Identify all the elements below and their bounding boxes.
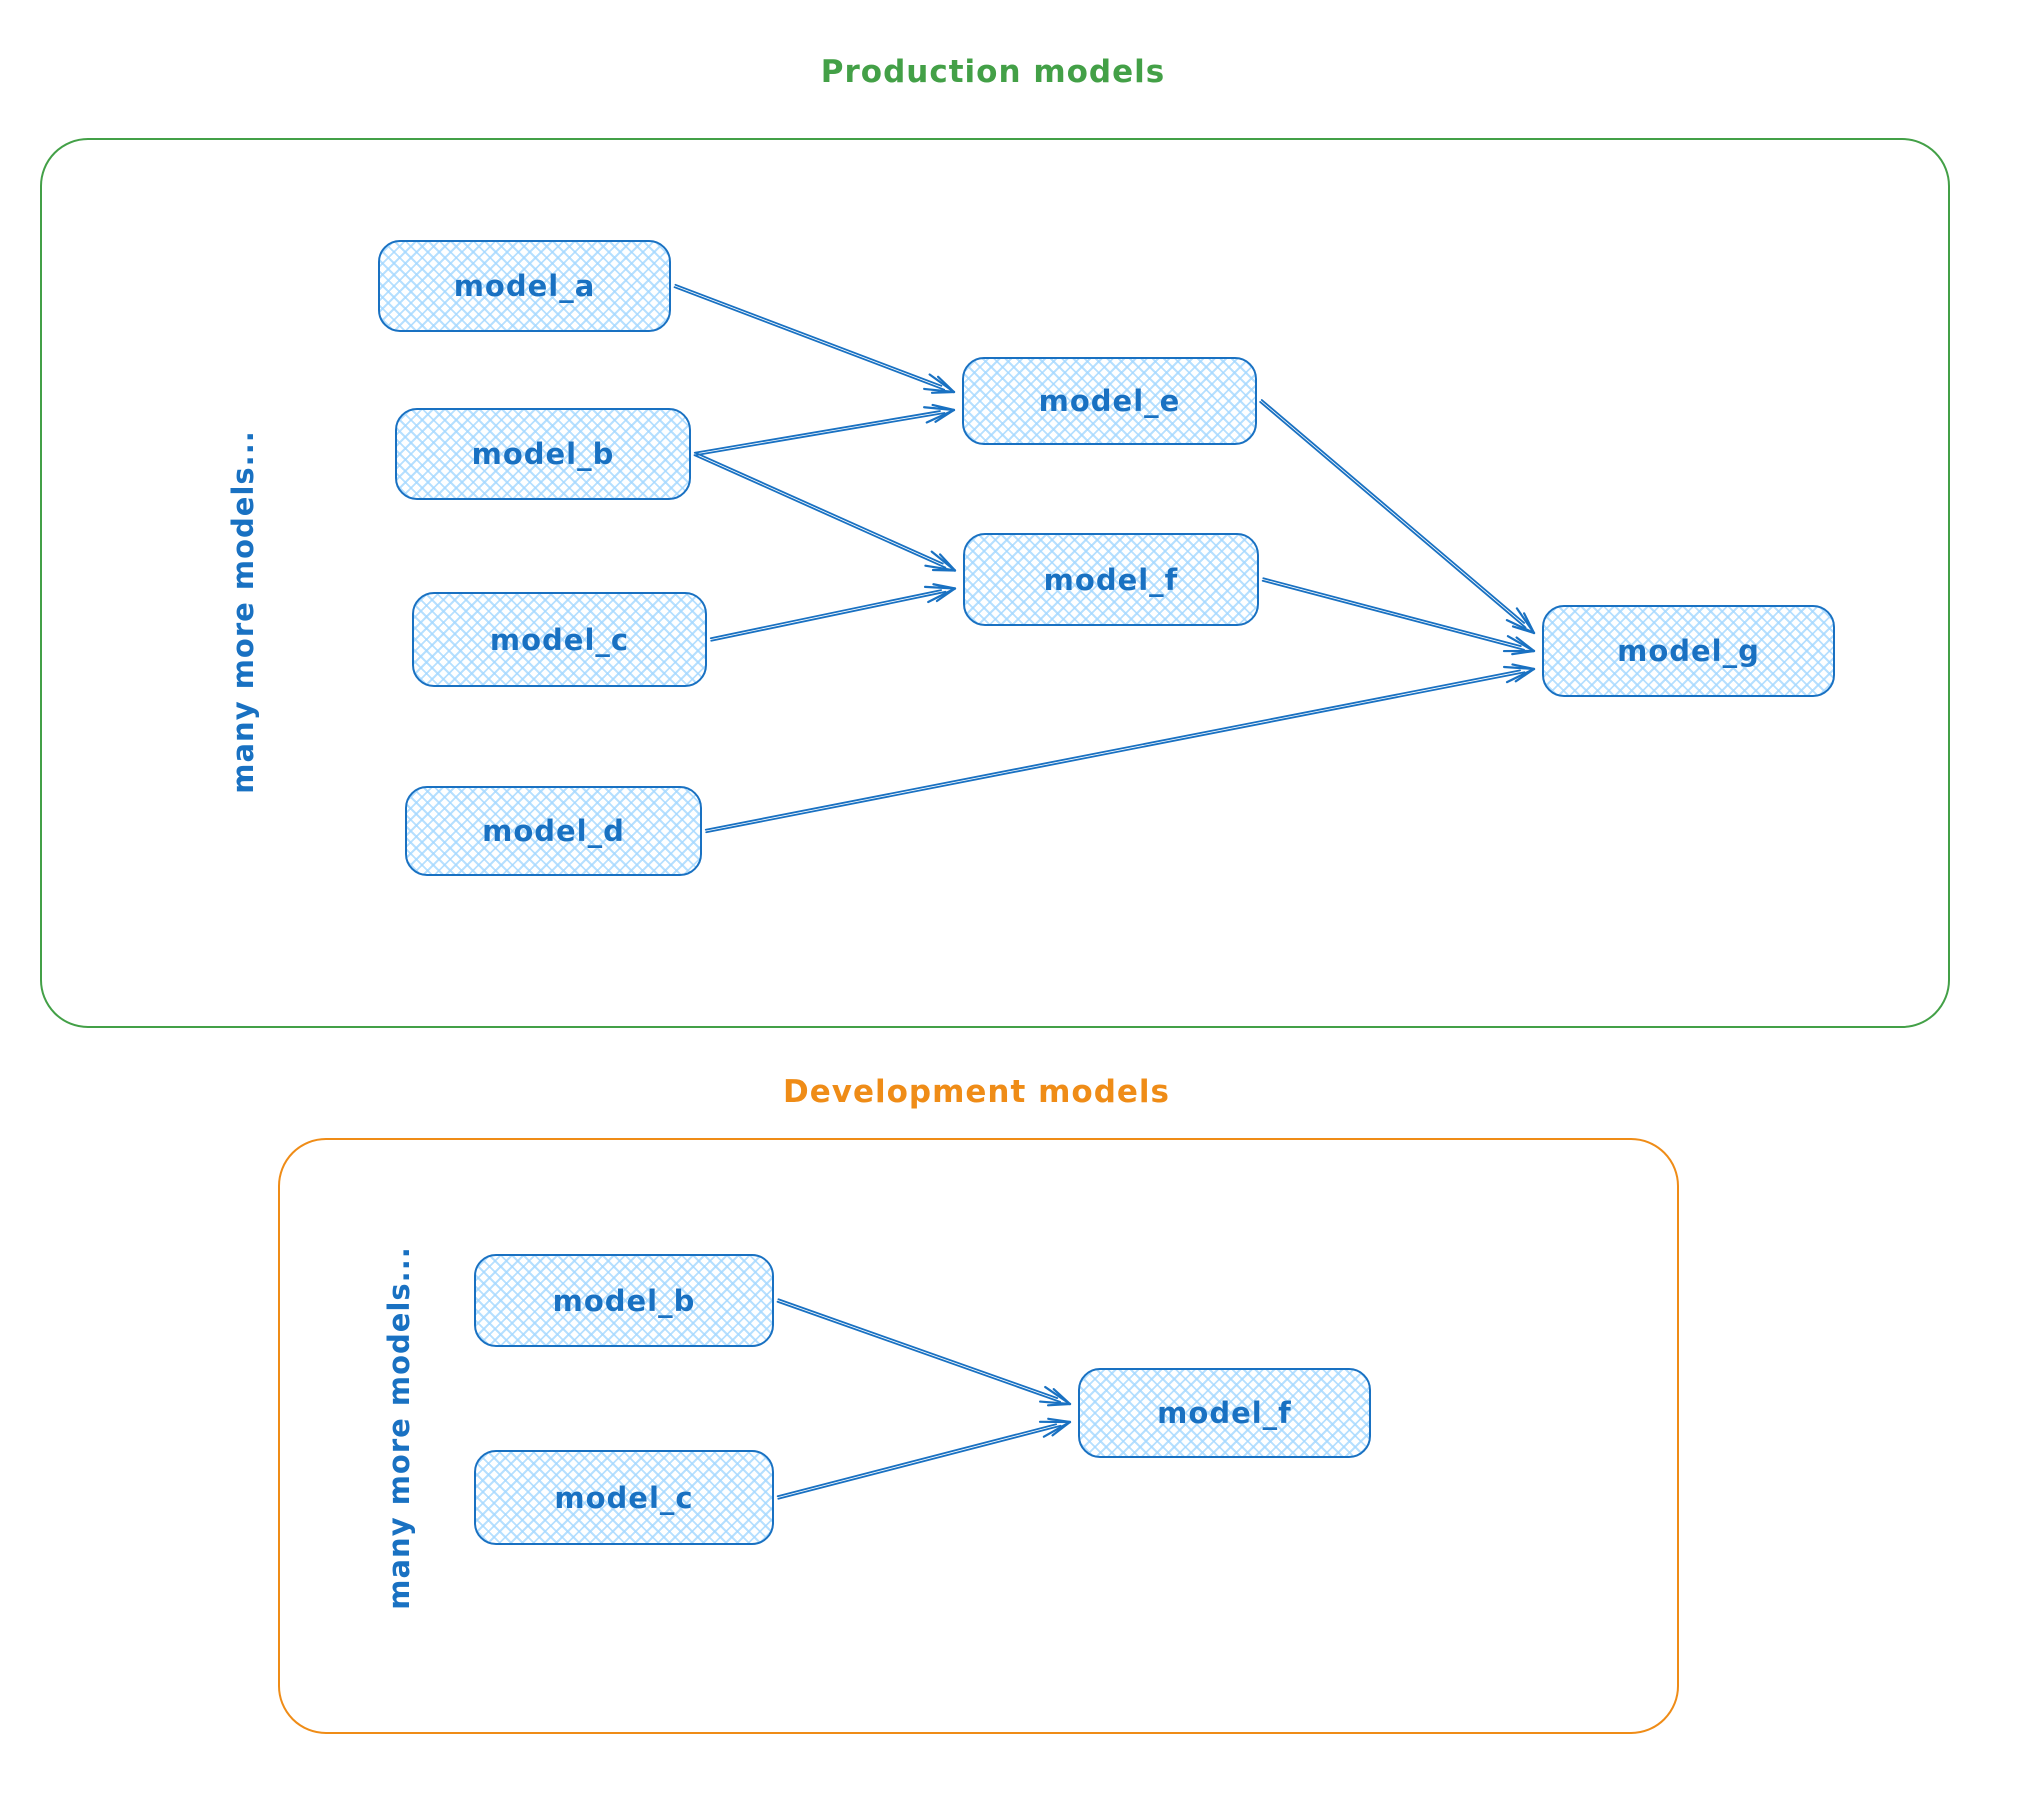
node-model-g-label: model_g: [1617, 634, 1760, 668]
development-side-label: many more models...: [382, 1246, 416, 1610]
development-section-title: Development models: [782, 1074, 1170, 1110]
development-section-frame: [278, 1138, 1679, 1734]
node-model-f-label: model_f: [1043, 562, 1179, 597]
node-model-b: model_b: [395, 408, 691, 500]
node-model-c: model_c: [412, 592, 707, 687]
node-model-g: model_g: [1542, 605, 1835, 697]
node-model-e: model_e: [962, 357, 1257, 445]
node-model-a-label: model_a: [453, 269, 596, 303]
dev-node-model-b: model_b: [474, 1254, 774, 1347]
node-model-d-label: model_d: [482, 814, 625, 848]
dev-node-model-c: model_c: [474, 1450, 774, 1545]
dev-node-model-f: model_f: [1078, 1368, 1371, 1458]
node-model-f: model_f: [963, 533, 1259, 626]
node-model-a: model_a: [378, 240, 671, 332]
production-section-title: Production models: [820, 54, 1166, 90]
production-section-frame: [40, 138, 1950, 1028]
dev-node-model-b-label: model_b: [552, 1283, 696, 1318]
node-model-d: model_d: [405, 786, 702, 876]
node-model-b-label: model_b: [471, 437, 615, 471]
node-model-c-label: model_c: [489, 622, 630, 657]
dev-node-model-f-label: model_f: [1157, 1396, 1292, 1430]
production-side-label: many more models...: [226, 430, 260, 794]
node-model-e-label: model_e: [1038, 384, 1181, 418]
dev-node-model-c-label: model_c: [554, 1480, 694, 1515]
